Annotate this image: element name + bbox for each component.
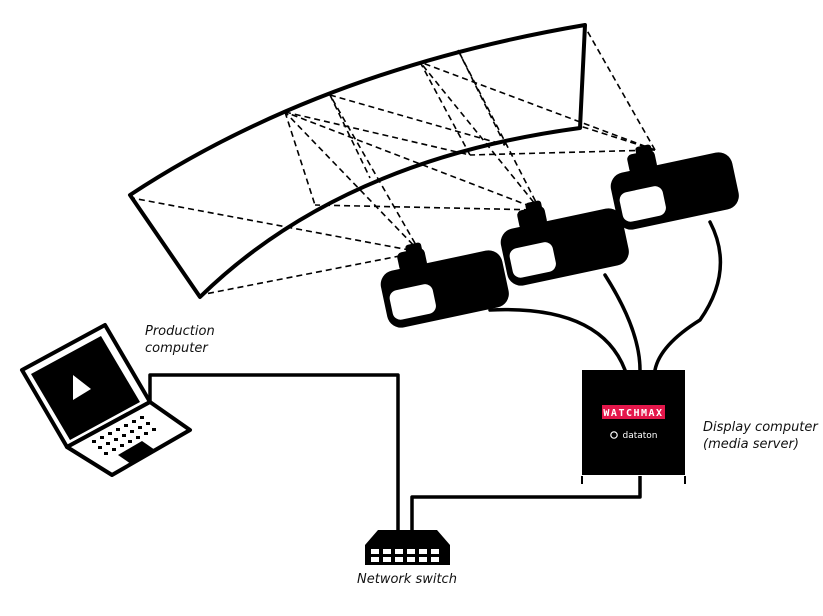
network-cables	[148, 373, 642, 530]
dataton-logo-icon	[610, 431, 618, 439]
projector-cables	[488, 220, 723, 372]
media-server-vendor: dataton	[622, 431, 657, 441]
network-switch-icon	[365, 530, 450, 565]
display-computer-label-line2: (media server)	[703, 437, 799, 452]
projector-icon	[380, 242, 509, 328]
production-computer-label-line1: Production	[145, 324, 215, 339]
media-server-icon: WATCHMAX dataton	[581, 370, 686, 484]
projector-icon	[500, 200, 629, 286]
projection-beams	[131, 26, 656, 296]
projector-icon	[610, 144, 739, 230]
production-computer-label-line2: computer	[145, 341, 209, 356]
play-icon	[73, 375, 91, 400]
projection-screen	[128, 23, 587, 299]
laptop-icon	[20, 323, 192, 477]
display-computer-label-line1: Display computer	[703, 420, 819, 435]
watchmax-badge	[602, 405, 665, 419]
network-switch-label: Network switch	[357, 572, 457, 587]
media-server-brand: WATCHMAX	[603, 408, 663, 419]
